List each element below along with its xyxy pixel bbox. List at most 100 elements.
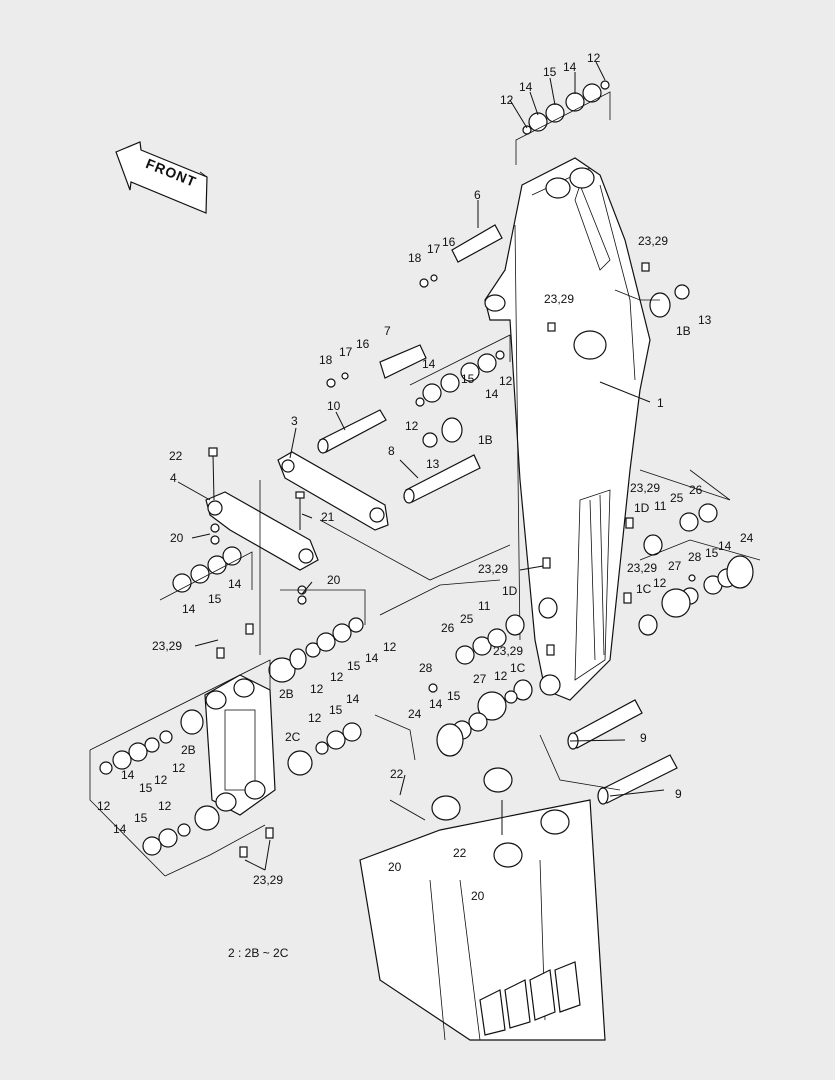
callout-label: 12: [494, 669, 508, 683]
callout-label: 12: [405, 419, 419, 433]
pin-7: [379, 344, 427, 379]
callout-label: 2B: [279, 687, 294, 701]
callout-label: 22: [169, 449, 183, 463]
callout-label: 23,29: [253, 873, 283, 887]
callout-label: 12: [653, 576, 667, 590]
bushing-1c-lower: [513, 679, 533, 701]
callout-label: 9: [675, 787, 682, 801]
callout-label: 12: [97, 799, 111, 813]
callout-label: 16: [442, 235, 456, 249]
callout-label: 14: [718, 539, 732, 553]
callout-label: 15: [208, 592, 222, 606]
callout-label: 4: [170, 471, 177, 485]
pin-8: [403, 454, 481, 504]
pin-9-lower: [597, 754, 678, 805]
bucket: [359, 767, 606, 1041]
callout-label: 15: [139, 781, 153, 795]
note-text: 2 : 2B ~ 2C: [228, 946, 289, 960]
callout-label: 23,29: [478, 562, 508, 576]
callout-label: 23,29: [544, 292, 574, 306]
washers-center: [436, 628, 518, 757]
callout-label: 24: [740, 531, 754, 545]
callout-label: 23,29: [493, 644, 523, 658]
callout-label: 16: [356, 337, 370, 351]
callout-label: 2C: [285, 730, 301, 744]
boom: [484, 157, 651, 701]
callout-label: 14: [485, 387, 499, 401]
callout-label: 23,29: [627, 561, 657, 575]
callout-label: 20: [388, 860, 402, 874]
callout-label: 6: [474, 188, 481, 202]
callout-label: 15: [134, 811, 148, 825]
bushing-1b-upper: [649, 292, 671, 318]
callout-label: 20: [170, 531, 184, 545]
bushing-1b-lower: [441, 417, 463, 443]
callout-label: 7: [384, 324, 391, 338]
callout-label: 11: [478, 599, 491, 613]
callout-label: 15: [705, 546, 719, 560]
callout-label: 12: [500, 93, 514, 107]
callout-label: 1D: [634, 501, 650, 515]
callout-label: 27: [668, 559, 682, 573]
callout-label: 21: [321, 510, 335, 524]
callout-label: 2B: [181, 743, 196, 757]
washers-link2: [268, 617, 364, 776]
callout-label: 17: [427, 242, 441, 256]
callout-label: 20: [471, 889, 485, 903]
callout-label: 12: [158, 799, 172, 813]
callout-label: 14: [365, 651, 379, 665]
callout-label: 23,29: [152, 639, 182, 653]
callout-label: 18: [408, 251, 422, 265]
bushing-1d-lower: [505, 614, 525, 636]
front-arrow-icon: FRONT: [115, 141, 208, 214]
callout-label: 1C: [636, 582, 652, 596]
callout-label: 1: [657, 396, 664, 410]
leader-lines: [177, 61, 665, 871]
pin-9-upper: [567, 699, 643, 750]
washers-top: [522, 80, 610, 135]
callout-label: 12: [587, 51, 601, 65]
washers-left: [172, 546, 242, 593]
callout-label: 20: [327, 573, 341, 587]
callout-label: 12: [154, 773, 168, 787]
callout-label: 1B: [478, 433, 493, 447]
callout-label: 12: [330, 670, 344, 684]
callout-label: 14: [429, 697, 443, 711]
callout-label: 18: [319, 353, 333, 367]
callout-label: 23,29: [638, 234, 668, 248]
callout-label: 1D: [502, 584, 518, 598]
callout-label: 24: [408, 707, 422, 721]
bolts: [208, 262, 696, 858]
callout-label: 10: [327, 399, 341, 413]
pin-6: [451, 224, 503, 263]
callout-label: 14: [422, 357, 436, 371]
callout-label: 15: [329, 703, 343, 717]
callout-label: 15: [347, 659, 361, 673]
washers-right: [661, 503, 754, 618]
callout-label: 14: [121, 768, 135, 782]
callout-label: 15: [447, 689, 461, 703]
callout-label: 14: [346, 692, 360, 706]
callout-label: 23,29: [630, 481, 660, 495]
callout-label: 8: [388, 444, 395, 458]
callout-label: 26: [441, 621, 455, 635]
link-4: [205, 491, 319, 571]
callout-label: 12: [172, 761, 186, 775]
callout-label: 13: [426, 457, 440, 471]
callout-label: 3: [291, 414, 298, 428]
callout-label: 22: [390, 767, 404, 781]
callout-label: 9: [640, 731, 647, 745]
callout-label: 25: [670, 491, 684, 505]
callout-label: 14: [113, 822, 127, 836]
link-3: [277, 451, 389, 531]
callout-label: 15: [461, 372, 475, 386]
callout-label: 1C: [510, 661, 526, 675]
washers-mid: [415, 284, 690, 448]
link-2: [204, 674, 276, 816]
callout-label: 12: [308, 711, 322, 725]
callout-label: 12: [310, 682, 324, 696]
washers-lower-left: [99, 709, 220, 856]
callout-label: 14: [228, 577, 242, 591]
